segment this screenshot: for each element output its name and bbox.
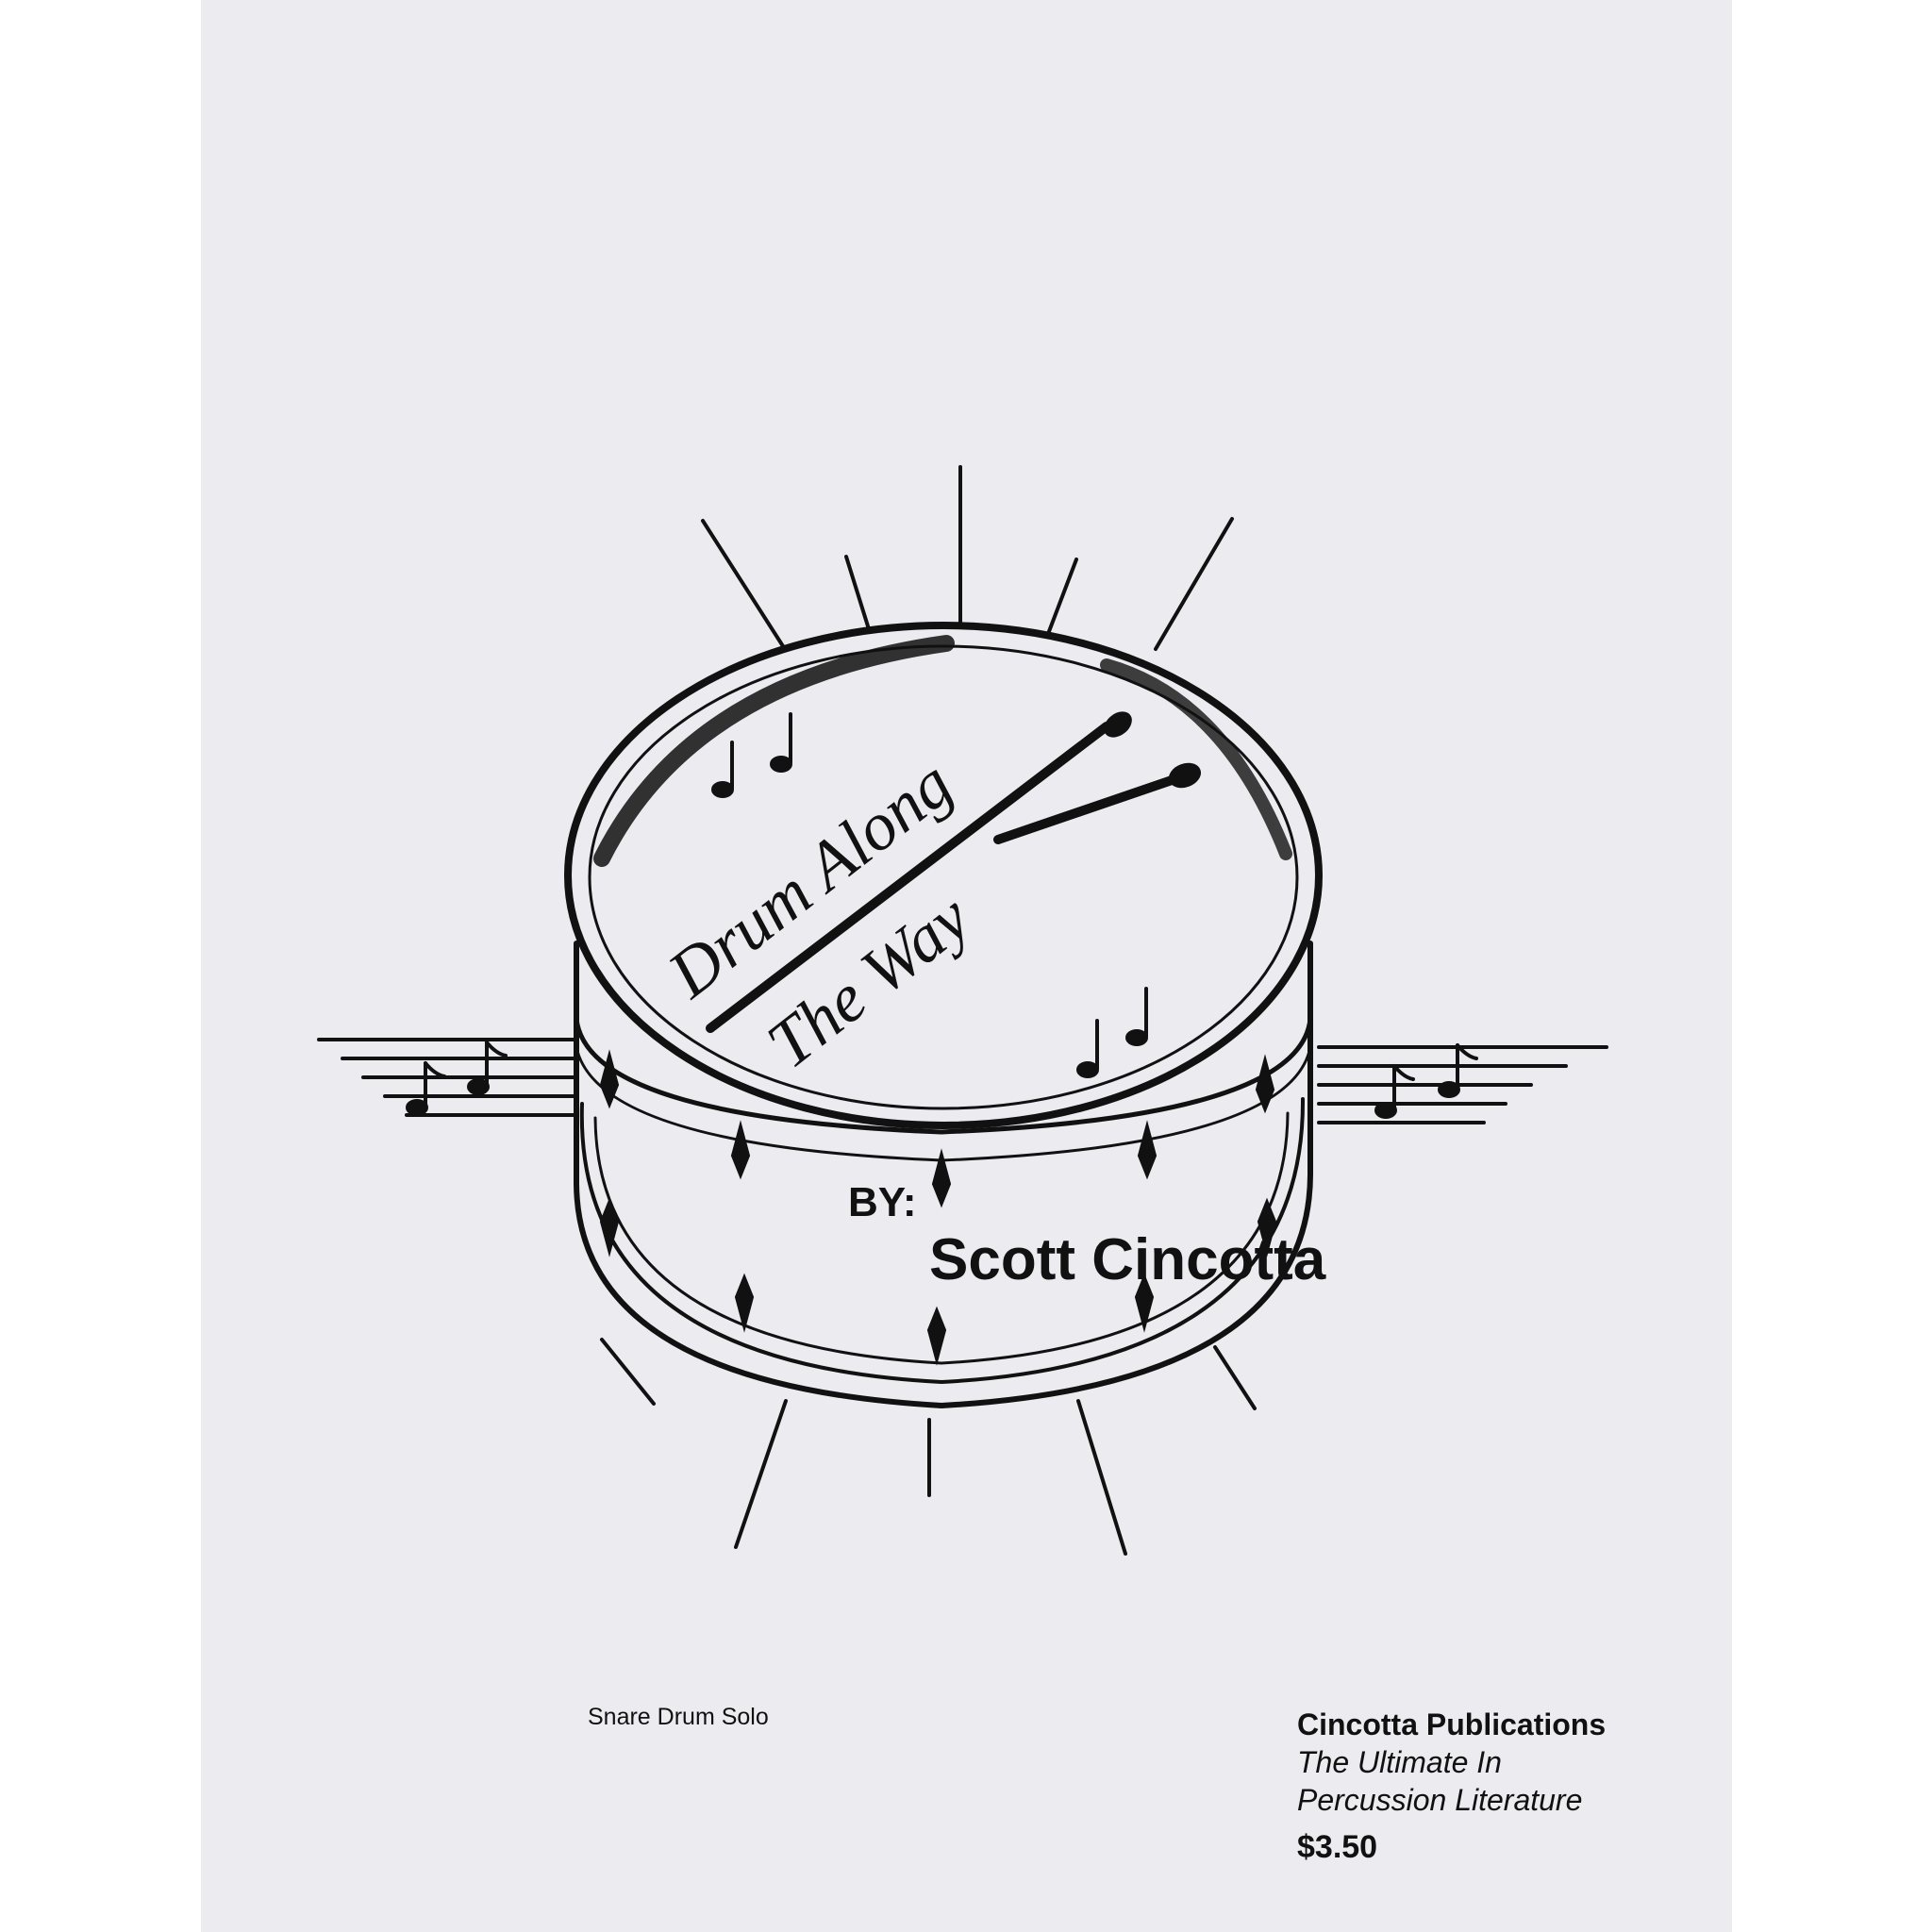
publisher-block: Cincotta Publications The Ultimate In Pe… — [1297, 1706, 1606, 1866]
author-name: Scott Cincotta — [929, 1227, 1326, 1292]
music-notes-icon — [711, 712, 1148, 1078]
burst-rays-top — [701, 465, 1234, 651]
publisher-name: Cincotta Publications — [1297, 1707, 1607, 1741]
genre-label: Snare Drum Solo — [588, 1704, 769, 1730]
price-label: $3.50 — [1297, 1829, 1378, 1865]
tagline-line1: The Ultimate In — [1297, 1745, 1502, 1779]
by-label: BY: — [848, 1179, 917, 1225]
drum-lugs — [599, 1049, 1277, 1366]
snare-drum-illustration: Drum Along The Way — [317, 465, 1608, 1556]
staff-lines-icon-left — [317, 1038, 575, 1117]
burst-rays-bottom — [600, 1338, 1257, 1556]
drumsticks-icon — [706, 711, 1201, 1033]
cover-page: Drum Along The Way BY: Scott Cincotta Sn… — [201, 0, 1732, 1932]
staff-lines-icon-right — [1317, 1043, 1608, 1124]
tagline-line2: Percussion Literature — [1297, 1783, 1583, 1817]
